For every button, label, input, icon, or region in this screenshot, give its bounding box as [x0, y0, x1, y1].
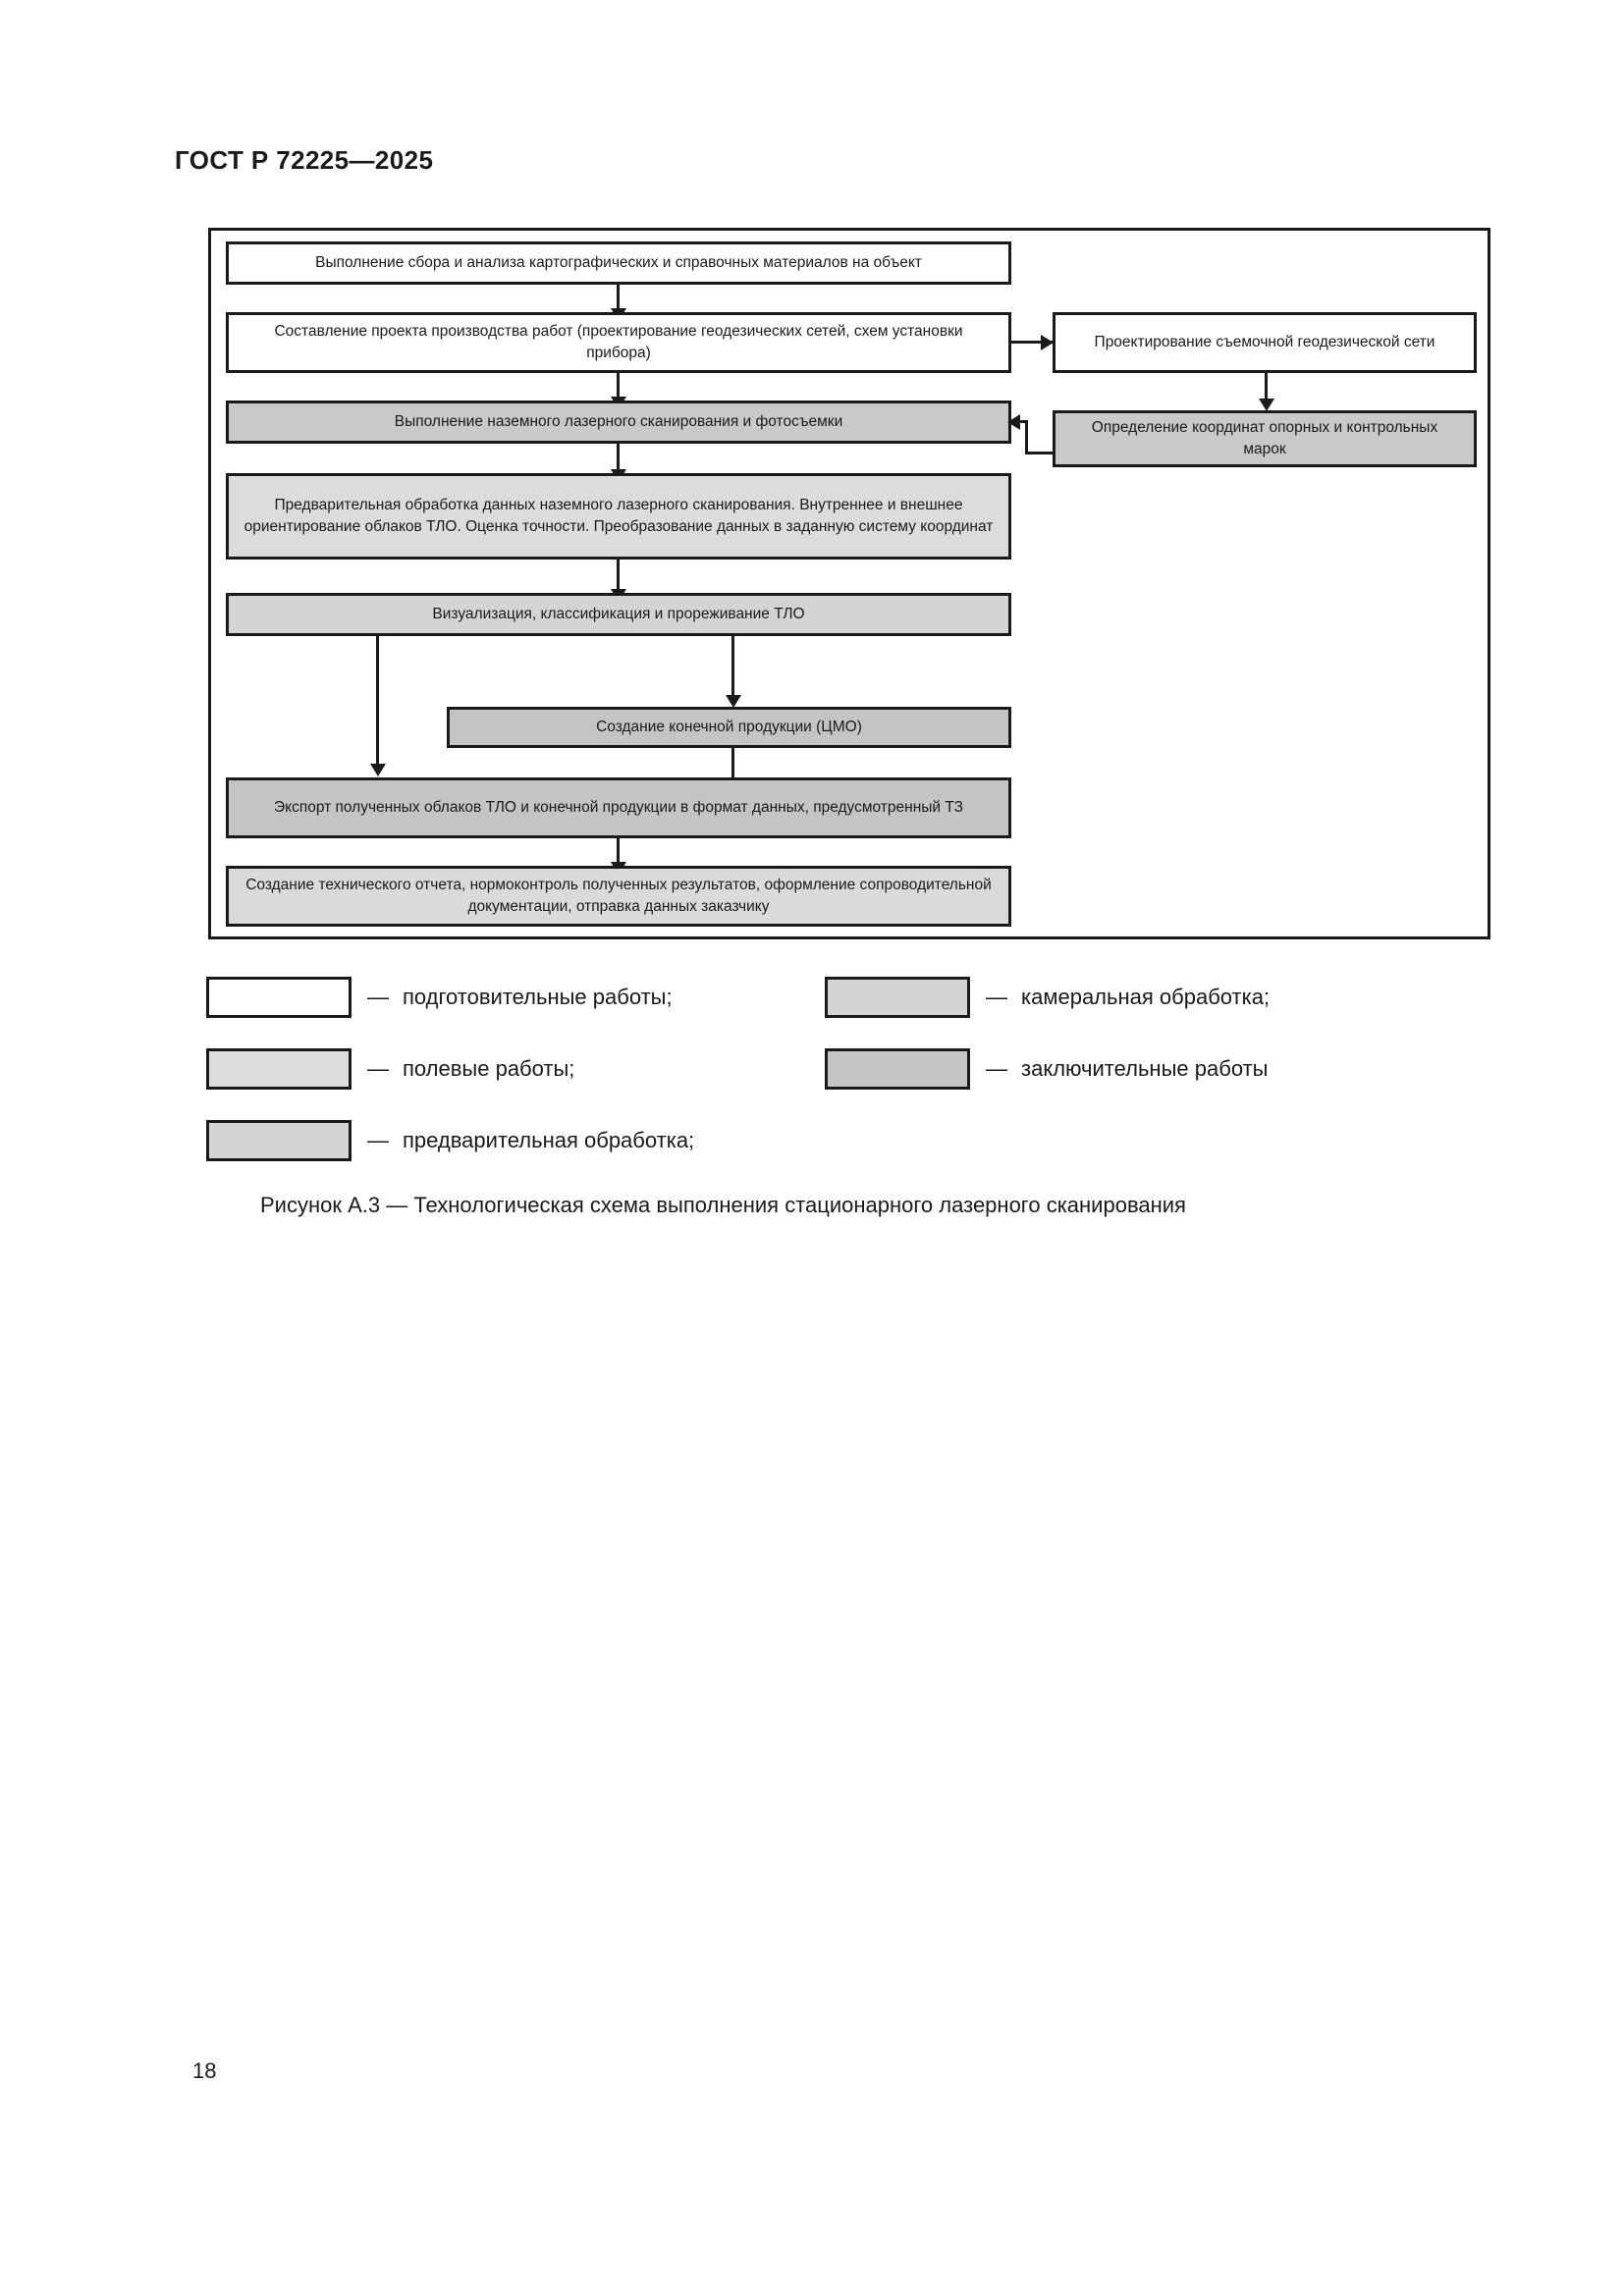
legend-item-preliminary: — предварительная обработка;	[206, 1120, 694, 1161]
page-number: 18	[192, 2058, 217, 2083]
legend-label-concluding: заключительные работы	[1021, 1056, 1269, 1081]
connector-preliminary-to-visualization	[617, 560, 620, 593]
legend-dash-preliminary: —	[367, 1128, 389, 1152]
connector-collect-to-project	[617, 285, 620, 312]
arrowhead-visualization-to-export	[370, 764, 386, 776]
legend-swatch-concluding	[825, 1048, 970, 1090]
connector-scanning-to-preliminary	[617, 444, 620, 473]
legend-dash-concluding: —	[986, 1056, 1007, 1081]
legend-item-preparatory: — подготовительные работы;	[206, 977, 673, 1018]
connector-visualization-to-final-product	[731, 636, 734, 699]
arrowhead-visualization-to-final-product	[726, 695, 741, 708]
legend-dash-office: —	[986, 985, 1007, 1009]
flow-node-final-product[interactable]: Создание конечной продукции (ЦМО)	[447, 707, 1011, 748]
legend-label-preparatory: подготовительные работы;	[403, 985, 673, 1009]
flow-node-control-marks[interactable]: Определение координат опорных и контроль…	[1053, 410, 1477, 467]
flow-node-collect-analyze[interactable]: Выполнение сбора и анализа картографичес…	[226, 241, 1011, 285]
connector-visualization-to-export	[376, 636, 379, 768]
legend-label-preliminary: предварительная обработка;	[403, 1128, 695, 1152]
connector-survey-network-to-marks	[1265, 373, 1268, 402]
flow-node-work-project[interactable]: Составление проекта производства работ (…	[226, 312, 1011, 373]
connector-project-to-scanning	[617, 373, 620, 400]
legend-item-concluding: — заключительные работы	[825, 1048, 1268, 1090]
flow-node-survey-network-design[interactable]: Проектирование съемочной геодезической с…	[1053, 312, 1477, 373]
standard-designation-header: ГОСТ Р 72225—2025	[175, 145, 434, 175]
flowchart-frame	[208, 228, 1490, 939]
connector-marks-to-scanning-riser	[1025, 420, 1028, 454]
arrowhead-project-to-survey-network	[1041, 335, 1054, 350]
connector-final-product-to-export	[731, 748, 734, 777]
connector-export-to-report	[617, 838, 620, 866]
legend-label-field: полевые работы;	[403, 1056, 575, 1081]
legend-swatch-office	[825, 977, 970, 1018]
legend-label-office: камеральная обработка;	[1021, 985, 1271, 1009]
legend-swatch-preliminary	[206, 1120, 352, 1161]
legend-swatch-field	[206, 1048, 352, 1090]
flow-node-visualization[interactable]: Визуализация, классификация и прореживан…	[226, 593, 1011, 636]
figure-caption: Рисунок А.3 — Технологическая схема выпо…	[260, 1193, 1186, 1217]
legend-dash-field: —	[367, 1056, 389, 1081]
arrowhead-marks-to-scanning	[1007, 414, 1020, 430]
connector-marks-to-scanning-segment	[1025, 452, 1055, 454]
legend-swatch-preparatory	[206, 977, 352, 1018]
legend-dash-preparatory: —	[367, 985, 389, 1009]
connector-project-to-survey-network	[1011, 341, 1053, 344]
flow-node-preliminary-processing[interactable]: Предварительная обработка данных наземно…	[226, 473, 1011, 560]
flow-node-export[interactable]: Экспорт полученных облаков ТЛО и конечно…	[226, 777, 1011, 838]
flow-node-technical-report[interactable]: Создание технического отчета, нормоконтр…	[226, 866, 1011, 927]
legend-item-office: — камеральная обработка;	[825, 977, 1270, 1018]
legend-item-field: — полевые работы;	[206, 1048, 574, 1090]
arrowhead-survey-network-to-marks	[1259, 399, 1274, 411]
flow-node-laser-scanning[interactable]: Выполнение наземного лазерного сканирова…	[226, 400, 1011, 444]
